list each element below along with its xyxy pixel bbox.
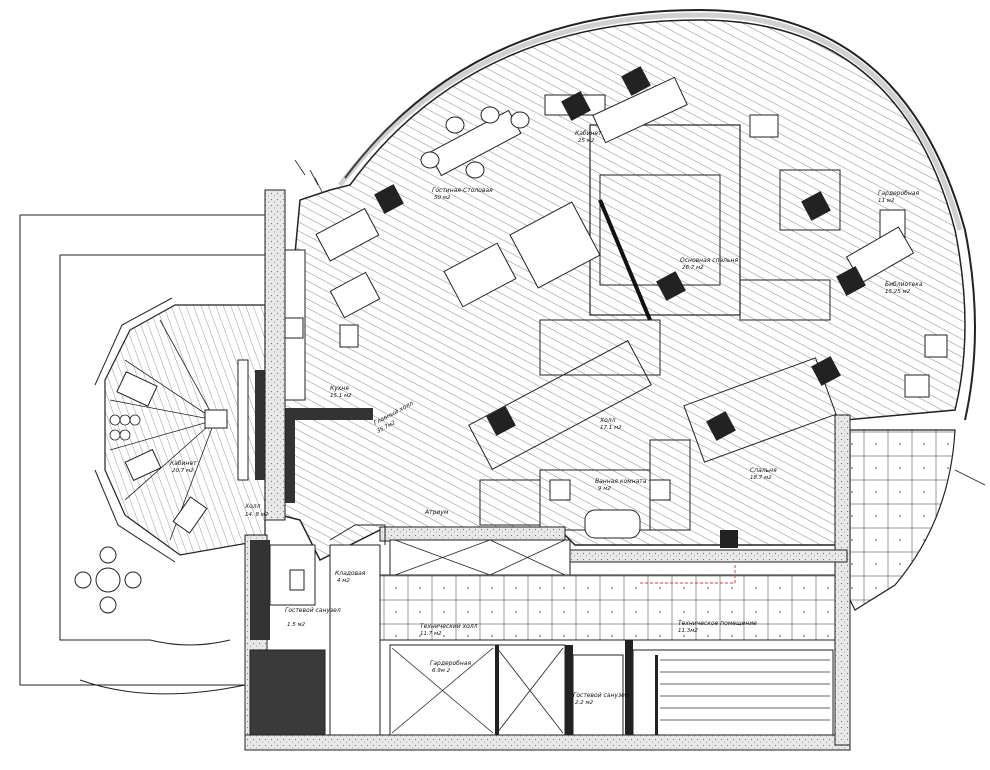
room-labels: Кабинет 20.7 м2 Холл 14. 8 м2 Кухня 15.1…: [170, 130, 923, 706]
room-area-kitchen: 15.1 м2: [330, 393, 352, 399]
diagonal-lines-icon: [294, 159, 323, 193]
room-area-bathroom: 9 м2: [598, 486, 611, 492]
room-area-bedroom-2: 18.7 м2: [750, 475, 772, 481]
room-name-living-dining: Гостиная-Столовая: [432, 187, 493, 194]
room-area-living-dining: 50 м2: [434, 195, 451, 201]
room-name-atrium: Атриум: [424, 509, 449, 516]
concrete-walls: [244, 189, 851, 751]
service-wing: [249, 524, 836, 736]
room-area-service-wc: 2.2 м2: [575, 700, 594, 706]
room-area-dressing: 11 м2: [878, 198, 895, 204]
round-table-chairs-icon: [74, 546, 142, 614]
terrace-outline: [19, 214, 265, 695]
room-name-kitchen: Кухня: [330, 385, 349, 392]
east-terrace: [849, 429, 986, 611]
room-name-service-hall: Технический холл: [420, 623, 478, 630]
room-area-storage: 4 м2: [337, 578, 350, 584]
room-name-technical-room: Техническое помещение: [678, 620, 757, 627]
room-name-hall-entry: Холл: [244, 503, 261, 510]
room-area-cabinet-north: 25 м2: [578, 138, 595, 144]
room-area-corridor: 17.1 м2: [600, 425, 622, 431]
room-area-guest-wc: 1.5 м2: [287, 622, 306, 628]
room-name-cabinet-west: Кабинет: [170, 460, 197, 467]
room-name-bedroom-2: Спальня: [750, 467, 777, 474]
room-area-library: 15.25 м2: [885, 289, 911, 295]
room-name-guest-wc: Гостевой санузел: [285, 607, 341, 614]
room-area-master-bedroom: 26.7 м2: [682, 265, 704, 271]
room-name-dressing: Гардеробная: [878, 190, 919, 197]
room-area-service-hall: 11.7 м2: [420, 631, 442, 637]
room-name-bathroom: Ванная комната: [595, 478, 647, 485]
room-area-wardrobe-lower: 6.9м 2: [432, 668, 451, 674]
room-area-hall-entry: 14. 8 м2: [245, 512, 269, 518]
room-name-service-wc: Гостевой санузел: [573, 692, 629, 699]
room-area-technical-room: 11.3м2: [678, 628, 698, 634]
room-name-storage: Кладовая: [335, 570, 366, 577]
room-name-library: Библиотека: [885, 281, 923, 288]
kitchen-counters: [282, 207, 381, 401]
kitchen-walls: [283, 408, 373, 503]
room-name-master-bedroom: Основная спальня: [680, 257, 738, 264]
room-name-corridor: Холл: [599, 417, 616, 424]
room-name-cabinet-north: Кабинет: [575, 130, 602, 137]
main-living-area: [279, 8, 976, 562]
west-cabinet: [94, 297, 266, 563]
room-area-cabinet-west: 20.7 м2: [172, 468, 194, 474]
room-name-wardrobe-lower: Гардеробная: [430, 660, 471, 667]
